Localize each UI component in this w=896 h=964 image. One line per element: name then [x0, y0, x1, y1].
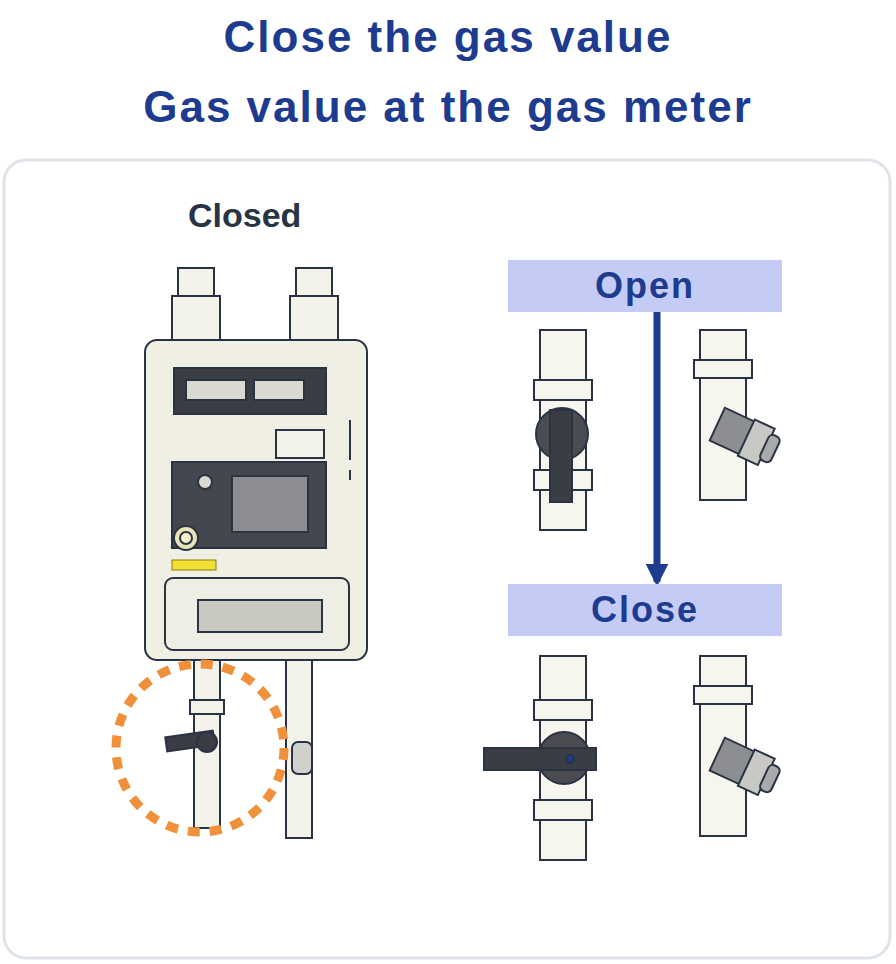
ball-valve-open: [534, 330, 592, 530]
state-text: Close: [591, 589, 699, 631]
subtitle: Gas value at the gas meter: [0, 82, 896, 132]
state-band: Open: [508, 260, 782, 312]
state-band: Close: [508, 584, 782, 636]
ball-valve-closed: [484, 656, 596, 860]
state-label: Closed: [188, 196, 301, 235]
arrow: [654, 312, 661, 582]
plug-valve-open: [694, 330, 784, 500]
gas-meter: [145, 268, 367, 838]
panel: [4, 160, 890, 958]
highlight-circle: [116, 664, 284, 832]
state-text: Open: [595, 265, 695, 307]
plug-valve-closed: [694, 656, 784, 836]
title: Close the gas value: [0, 12, 896, 62]
